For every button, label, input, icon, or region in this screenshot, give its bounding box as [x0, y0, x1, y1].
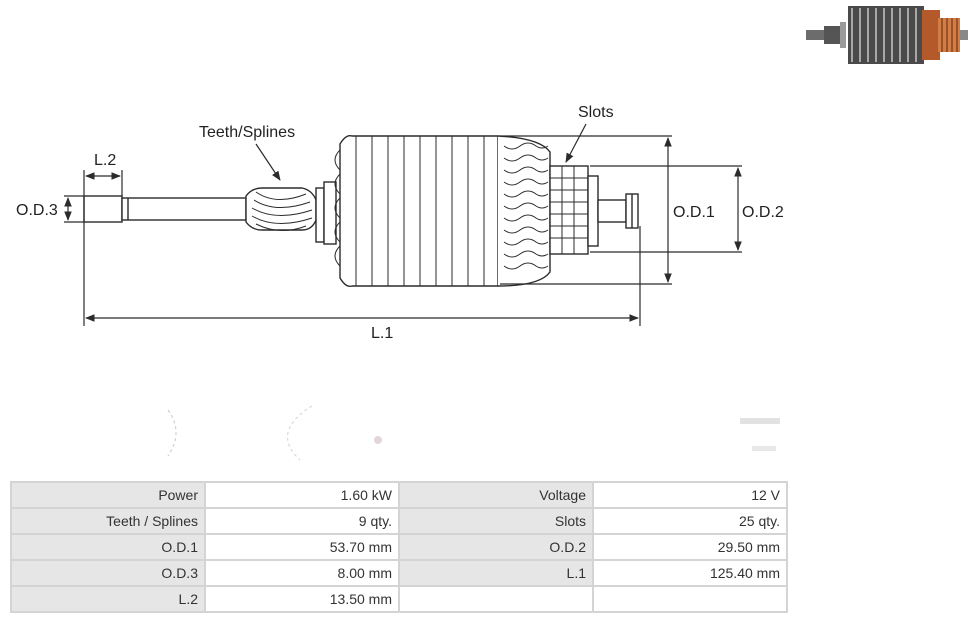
- od3-label: O.D.3: [16, 202, 58, 219]
- slots-leader-line: [565, 123, 587, 163]
- spec-key: L.2: [10, 585, 206, 613]
- table-row: O.D.1 53.70 mm O.D.2 29.50 mm: [10, 533, 788, 561]
- l2-label: L.2: [94, 152, 117, 169]
- table-row: Power 1.60 kW Voltage 12 V: [10, 481, 788, 509]
- od2-label: O.D.2: [742, 204, 784, 221]
- spec-key-empty: [398, 585, 594, 613]
- spec-value: 12 V: [592, 481, 788, 509]
- specifications-table: Power 1.60 kW Voltage 12 V Teeth / Splin…: [10, 481, 788, 613]
- rear-shaft: [597, 199, 627, 223]
- faded-artifacts: [167, 405, 780, 461]
- spec-value-empty: [592, 585, 788, 613]
- armature-core: [339, 134, 499, 288]
- spec-value: 25 qty.: [592, 507, 788, 535]
- spec-key: Slots: [398, 507, 594, 535]
- spec-value: 8.00 mm: [204, 559, 400, 587]
- spec-key: O.D.1: [10, 533, 206, 561]
- spec-key: O.D.3: [10, 559, 206, 587]
- spec-value: 53.70 mm: [204, 533, 400, 561]
- teeth-splines-label: Teeth/Splines: [199, 124, 296, 141]
- armature-technical-drawing: [64, 123, 742, 326]
- table-row: O.D.3 8.00 mm L.1 125.40 mm: [10, 559, 788, 587]
- teeth-leader-line: [255, 143, 281, 181]
- spec-value: 13.50 mm: [204, 585, 400, 613]
- spec-value: 1.60 kW: [204, 481, 400, 509]
- shaft: [121, 197, 247, 221]
- shaft-tip: [83, 195, 123, 223]
- spec-value: 9 qty.: [204, 507, 400, 535]
- spec-key: Power: [10, 481, 206, 509]
- l1-label: L.1: [371, 325, 394, 342]
- spec-key: Teeth / Splines: [10, 507, 206, 535]
- spec-value: 125.40 mm: [592, 559, 788, 587]
- commutator: [549, 165, 589, 255]
- table-row: Teeth / Splines 9 qty. Slots 25 qty.: [10, 507, 788, 535]
- spec-value: 29.50 mm: [592, 533, 788, 561]
- spec-key: O.D.2: [398, 533, 594, 561]
- slots-label: Slots: [578, 104, 614, 121]
- armature-photo-thumbnail: [806, 6, 968, 64]
- spec-key: Voltage: [398, 481, 594, 509]
- spec-key: L.1: [398, 559, 594, 587]
- table-row: L.2 13.50 mm: [10, 585, 788, 613]
- od1-label: O.D.1: [673, 204, 715, 221]
